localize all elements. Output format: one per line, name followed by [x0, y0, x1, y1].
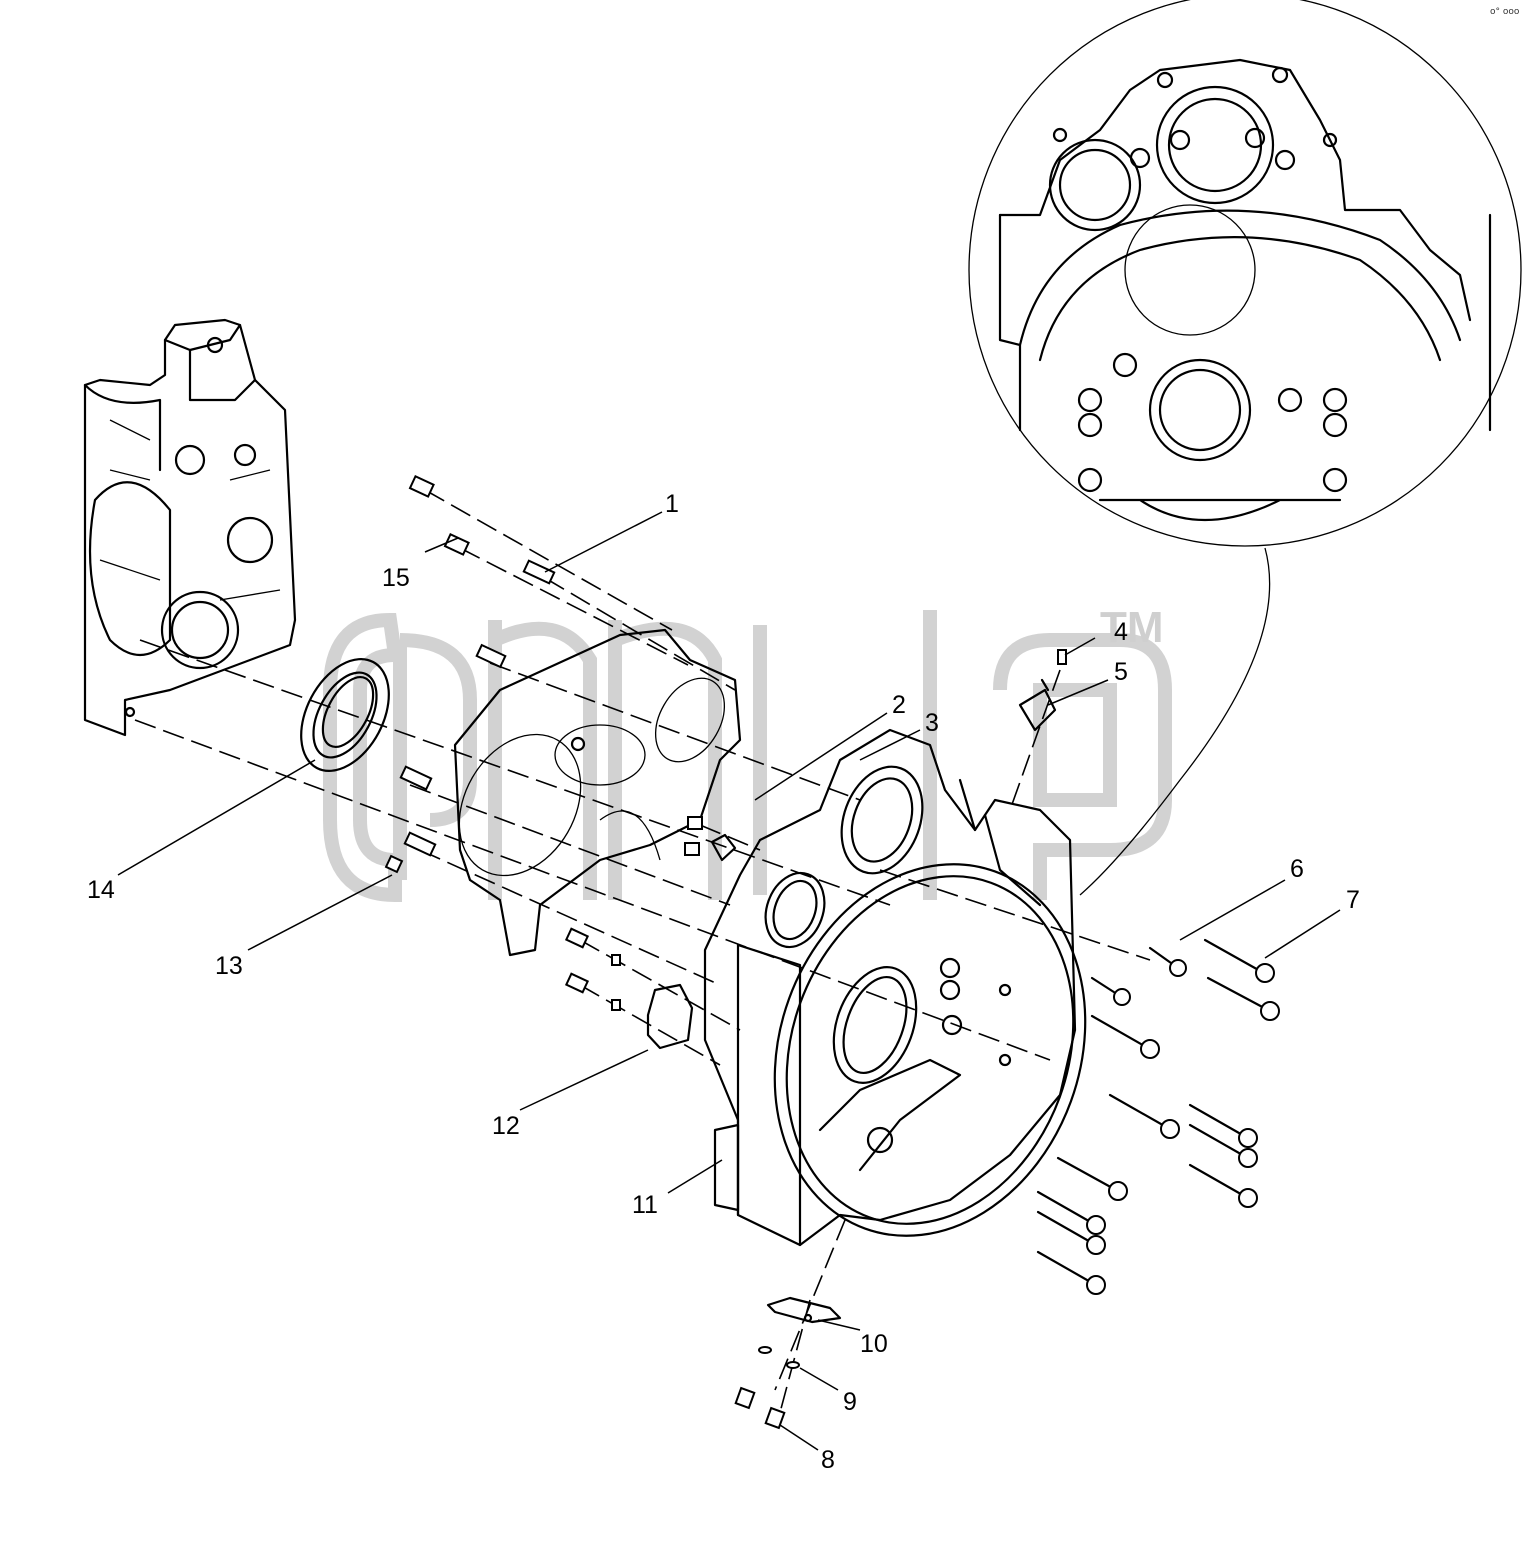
callout-2: 2 — [892, 691, 906, 719]
callout-11: 11 — [632, 1191, 658, 1219]
callout-14: 14 — [87, 876, 115, 904]
cover-plate — [646, 983, 694, 1050]
callout-13: 13 — [215, 952, 243, 980]
gasket-plate — [453, 628, 742, 957]
corner-mark: o° ooo — [1490, 7, 1520, 17]
callout-8: 8 — [821, 1446, 835, 1474]
callout-5: 5 — [1114, 658, 1128, 686]
seal-ring — [300, 658, 390, 772]
housing-bolt-bosses — [939, 957, 1012, 1067]
callout-15: 15 — [382, 564, 410, 592]
callout-1: 1 — [665, 490, 679, 518]
callout-9: 9 — [843, 1388, 857, 1416]
callout-4: 4 — [1114, 618, 1128, 646]
callout-12: 12 — [492, 1112, 520, 1140]
speed-sensor — [1018, 649, 1067, 732]
watermark: TM — [323, 603, 1172, 903]
leader-lines — [117, 511, 1341, 1451]
long-bolts — [1036, 938, 1280, 1295]
callout-6: 6 — [1290, 855, 1304, 883]
assembly-lines — [134, 489, 1151, 1421]
detail-bolt-holes — [1052, 66, 1348, 493]
flywheel-housing — [703, 728, 1087, 1247]
trademark-label: TM — [1100, 603, 1164, 652]
callout-labels: 1 2 3 4 5 6 7 8 9 10 11 12 13 14 15 — [87, 490, 1360, 1474]
callout-3: 3 — [925, 709, 939, 737]
callout-10: 10 — [860, 1330, 888, 1358]
fasteners — [384, 475, 800, 1430]
front-cover-housing — [83, 318, 297, 737]
callout-7: 7 — [1346, 886, 1360, 914]
detail-magnifier — [968, 0, 1522, 896]
